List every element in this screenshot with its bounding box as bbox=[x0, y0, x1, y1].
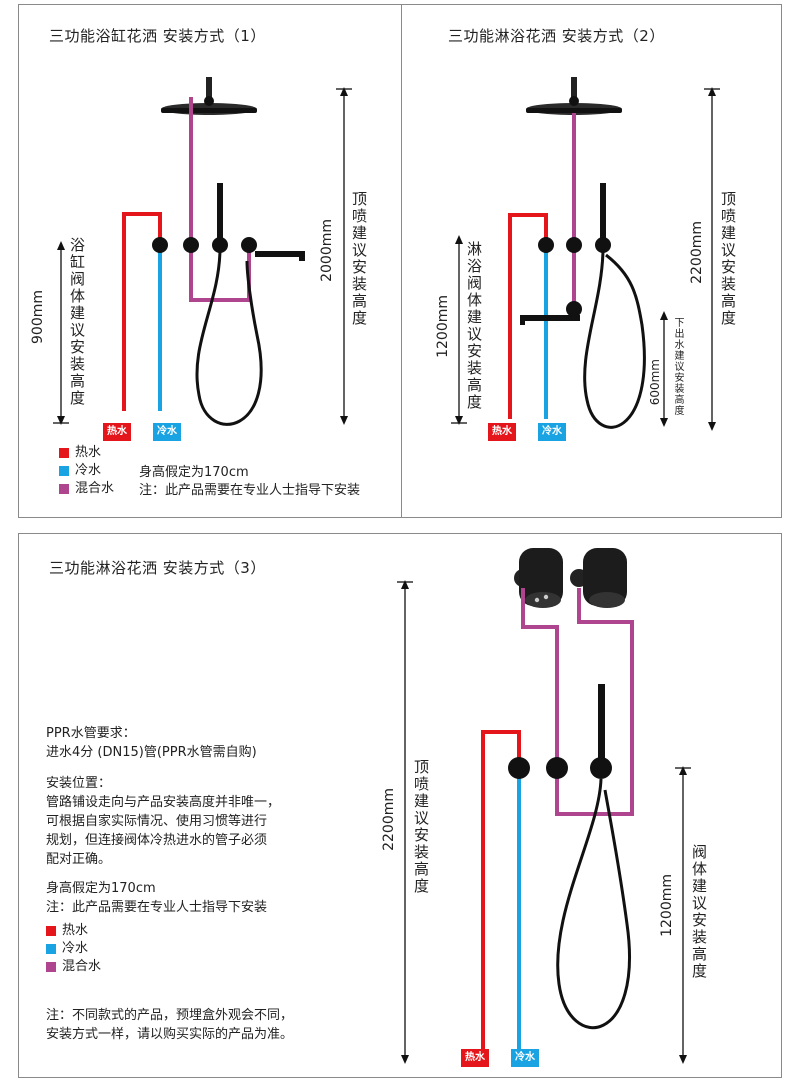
outlet-knob bbox=[566, 301, 582, 317]
valve-knob bbox=[152, 237, 168, 253]
valve-knob bbox=[595, 237, 611, 253]
dimension-label: 1200mm bbox=[659, 874, 675, 937]
hot-water-tag: 热水 bbox=[103, 423, 131, 441]
shower-hose bbox=[583, 249, 646, 429]
dimension-line-2000 bbox=[336, 87, 352, 425]
ppr-text: 进水4分 (DN15)管(PPR水管需自购) bbox=[46, 745, 257, 760]
panel-title: 三功能淋浴花洒 安装方式（3） bbox=[49, 559, 266, 577]
hand-shower bbox=[600, 183, 606, 247]
dimension-line-600 bbox=[660, 311, 668, 427]
tub-spout bbox=[255, 251, 305, 257]
cold-water-tag: 冷水 bbox=[153, 423, 181, 441]
installation-panel-3: 三功能淋浴花洒 安装方式（3） PPR水管要求： 进水4分 (DN15)管(PP… bbox=[18, 533, 782, 1078]
legend-swatch-hot bbox=[46, 926, 56, 936]
legend-swatch-cold bbox=[59, 466, 69, 476]
cold-water-tag: 冷水 bbox=[511, 1049, 539, 1067]
dimension-caption: 淋浴阀体建议安装高度 bbox=[465, 241, 483, 411]
side-shower-head bbox=[514, 548, 563, 608]
panel-title: 三功能淋浴花洒 安装方式（2） bbox=[448, 27, 665, 45]
hot-water-pipe bbox=[122, 212, 162, 411]
dimension-line-1200 bbox=[675, 766, 691, 1064]
dimension-caption: 阀体建议安装高度 bbox=[690, 844, 708, 980]
hot-water-pipe bbox=[481, 730, 521, 1050]
ppr-heading: PPR水管要求： bbox=[46, 726, 136, 741]
dimension-label: 1200mm bbox=[435, 295, 451, 358]
mixed-water-pipe bbox=[521, 588, 634, 816]
lower-outlet-spout bbox=[520, 315, 580, 321]
dimension-label: 2200mm bbox=[381, 788, 397, 851]
dimension-label: 2000mm bbox=[319, 219, 335, 282]
bathtub-shower-diagram bbox=[53, 77, 352, 426]
hand-shower bbox=[598, 684, 605, 764]
valve-knob bbox=[566, 237, 582, 253]
hand-shower bbox=[217, 183, 223, 247]
hot-water-tag: 热水 bbox=[461, 1049, 489, 1067]
dimension-line-900 bbox=[53, 241, 69, 425]
installation-panel-2: 三功能淋浴花洒 安装方式（2） bbox=[401, 4, 782, 518]
valve-knob bbox=[508, 757, 530, 779]
valve-knob bbox=[590, 757, 612, 779]
legend-label: 热水 bbox=[62, 923, 89, 938]
height-note: 身高假定为170cm bbox=[46, 881, 156, 896]
legend: 热水 冷水 混合水 bbox=[46, 922, 101, 976]
dimension-caption: 下出水建议安装高度 bbox=[672, 317, 683, 416]
install-note: 注：此产品需要在专业人士指导下安装 bbox=[46, 900, 268, 915]
shower-hose bbox=[556, 778, 631, 1030]
footer-note: 注：不同款式的产品，预埋盒外观会不同， 安装方式一样，请以购买实际的产品为准。 bbox=[46, 1008, 294, 1042]
installation-panel-1: 三功能浴缸花洒 安装方式（1） bbox=[18, 4, 402, 518]
dimension-label: 900mm bbox=[30, 290, 46, 344]
legend-label: 热水 bbox=[75, 445, 102, 460]
dimension-label: 2200mm bbox=[689, 221, 705, 284]
dimension-caption: 浴缸阀体建议安装高度 bbox=[68, 237, 86, 407]
height-note: 身高假定为170cm bbox=[139, 465, 249, 480]
legend-label: 混合水 bbox=[75, 481, 115, 496]
side-shower-head bbox=[570, 548, 627, 608]
dimension-line-2200 bbox=[704, 87, 720, 431]
valve-knob bbox=[538, 237, 554, 253]
legend-label: 冷水 bbox=[62, 941, 89, 956]
dimension-line-2200 bbox=[397, 580, 413, 1064]
mixed-water-pipe bbox=[189, 97, 251, 302]
rain-shower-head bbox=[526, 77, 622, 115]
valve-knob bbox=[212, 237, 228, 253]
valve-knob bbox=[546, 757, 568, 779]
legend-swatch-mixed bbox=[46, 962, 56, 972]
shower-diagram-3 bbox=[397, 548, 691, 1064]
dimension-label: 600mm bbox=[648, 359, 662, 406]
install-note: 注：此产品需要在专业人士指导下安装 bbox=[139, 483, 361, 498]
legend-swatch-hot bbox=[59, 448, 69, 458]
dimension-caption: 顶喷建议安装高度 bbox=[412, 759, 430, 895]
dimension-line-1200 bbox=[451, 235, 467, 425]
dimension-caption: 顶喷建议安装高度 bbox=[350, 191, 368, 327]
hot-water-pipe bbox=[508, 213, 548, 419]
position-heading: 安装位置： bbox=[46, 776, 112, 791]
dimension-caption: 顶喷建议安装高度 bbox=[719, 191, 737, 327]
legend: 热水 冷水 混合水 bbox=[59, 444, 114, 498]
valve-knob bbox=[183, 237, 199, 253]
legend-label: 混合水 bbox=[62, 959, 102, 974]
cold-water-tag: 冷水 bbox=[538, 423, 566, 441]
hot-water-tag: 热水 bbox=[488, 423, 516, 441]
legend-swatch-cold bbox=[46, 944, 56, 954]
position-text: 管路铺设走向与产品安装高度并非唯一， 可根据自家实际情况、使用习惯等进行 规划，… bbox=[46, 795, 281, 867]
rain-shower-head bbox=[161, 77, 257, 115]
shower-diagram-2 bbox=[451, 77, 720, 431]
legend-swatch-mixed bbox=[59, 484, 69, 494]
panel-title: 三功能浴缸花洒 安装方式（1） bbox=[49, 27, 266, 45]
shower-hose bbox=[195, 249, 263, 426]
valve-knob bbox=[241, 237, 257, 253]
legend-label: 冷水 bbox=[75, 463, 102, 478]
